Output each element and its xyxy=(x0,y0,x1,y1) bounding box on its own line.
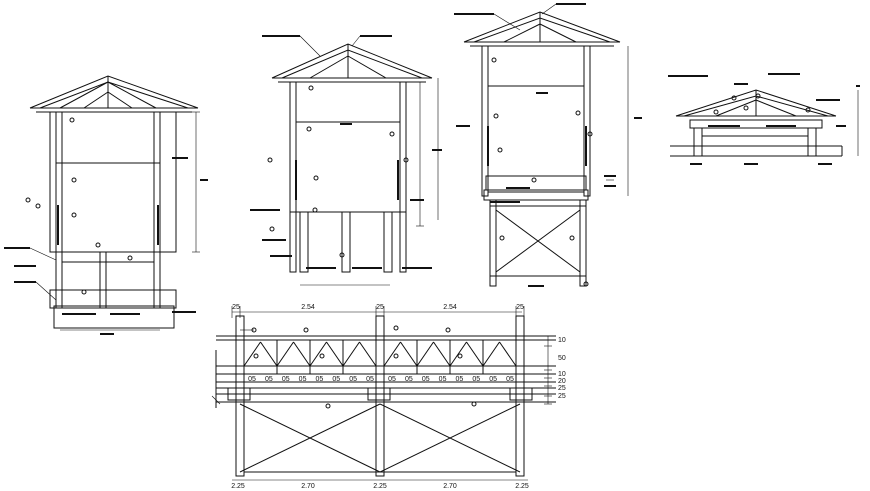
kiosk-elevation-raised xyxy=(454,3,642,287)
top-dim-post-2: 25 xyxy=(376,304,384,311)
bottom-dim-post-2: 2.25 xyxy=(373,483,387,490)
deck-label: 05 xyxy=(248,376,256,383)
bottom-dim-post-3: 2.25 xyxy=(515,483,529,490)
bridge-top-dimension-labels: 25 2.54 25 2.54 25 xyxy=(232,304,524,311)
deck-label: 05 xyxy=(405,376,413,383)
post-1 xyxy=(235,315,245,477)
truss-member xyxy=(449,341,467,367)
truss-member xyxy=(499,341,517,367)
bottom-dim-span-2: 2.70 xyxy=(443,483,457,490)
truss-member xyxy=(400,341,418,367)
deck-label: 05 xyxy=(316,376,324,383)
truss-member xyxy=(359,341,377,367)
kiosk-elevation-left xyxy=(4,75,208,335)
deck-label: 05 xyxy=(506,376,514,383)
deck-label: 05 xyxy=(349,376,357,383)
right-dim-5: 25 xyxy=(558,385,566,392)
deck-label: 05 xyxy=(472,376,480,383)
deck-label: 05 xyxy=(489,376,497,383)
bridge-bottom-dimension-labels: 2.25 2.70 2.25 2.70 2.25 xyxy=(231,483,529,490)
right-dim-4: 20 xyxy=(558,378,566,385)
deck-label: 05 xyxy=(332,376,340,383)
right-dim-6: 25 xyxy=(558,393,566,400)
top-dim-span-2: 2.54 xyxy=(443,304,457,311)
deck-label: 05 xyxy=(366,376,374,383)
truss-member xyxy=(342,341,360,367)
truss-member xyxy=(326,341,344,367)
deck-label: 05 xyxy=(456,376,464,383)
deck-label: 05 xyxy=(422,376,430,383)
kiosk-elevation-centre xyxy=(250,35,442,286)
right-dim-1: 10 xyxy=(558,337,566,344)
truss-member xyxy=(466,341,484,367)
truss-member xyxy=(416,341,434,367)
bridge-elevation xyxy=(211,306,556,481)
truss-member xyxy=(482,341,500,367)
deck-label: 05 xyxy=(388,376,396,383)
truss-member xyxy=(260,341,278,367)
truss-member xyxy=(276,341,294,367)
truss-member xyxy=(293,341,311,367)
roof-section-right xyxy=(668,73,860,165)
right-dim-3: 10 xyxy=(558,371,566,378)
post-2 xyxy=(375,315,385,477)
truss-member xyxy=(309,341,327,367)
right-dim-2: 50 xyxy=(558,355,566,362)
truss-member xyxy=(433,341,451,367)
top-dim-post-1: 25 xyxy=(232,304,240,311)
deck-label: 05 xyxy=(282,376,290,383)
top-dim-span-1: 2.54 xyxy=(301,304,315,311)
truss-member xyxy=(243,341,261,367)
bottom-dim-post-1: 2.25 xyxy=(231,483,245,490)
bridge-right-dimension-labels: 10 50 10 20 25 25 xyxy=(558,337,566,400)
deck-label: 05 xyxy=(265,376,273,383)
bridge-truss-diagonals xyxy=(243,340,517,374)
top-dim-post-3: 25 xyxy=(516,304,524,311)
deck-label: 05 xyxy=(439,376,447,383)
deck-label: 05 xyxy=(299,376,307,383)
bridge-deck-labels: 05 05 05 05 05 05 05 05 05 05 05 05 05 05 05 05 xyxy=(248,376,514,383)
bottom-dim-span-1: 2.70 xyxy=(301,483,315,490)
post-3 xyxy=(515,315,525,477)
truss-member xyxy=(383,341,401,367)
